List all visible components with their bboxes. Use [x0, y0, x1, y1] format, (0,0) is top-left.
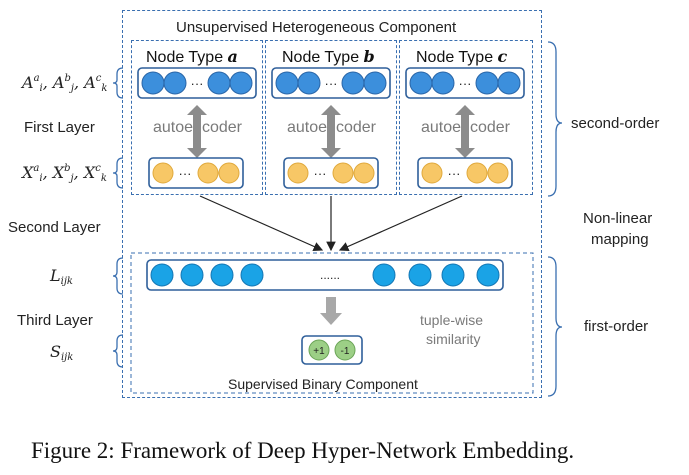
down-arrow [320, 297, 342, 325]
a-row-label: Aai, Abj, Ack [22, 73, 108, 94]
node [487, 162, 509, 184]
node [475, 71, 499, 95]
node [372, 263, 396, 287]
node [287, 162, 309, 184]
node [150, 263, 174, 287]
ellipsis-long: ...... [320, 268, 340, 282]
node [341, 71, 365, 95]
s-ijk-label: Sijk [50, 342, 74, 363]
node-row-top-b: ··· [271, 67, 391, 99]
output-plus-one: +1 [313, 346, 325, 357]
node-type-a-label: Node Type a [146, 47, 238, 66]
first-order-label: first-order [584, 318, 649, 335]
node-row-bottom-b: ··· [283, 157, 379, 189]
arrow-from-a [199, 195, 324, 251]
node-type-b-label: Node Type b [282, 47, 375, 66]
node [363, 71, 387, 95]
node [409, 71, 433, 95]
l-ijk-label: Lijk [50, 266, 73, 287]
node-type-c-box [399, 40, 533, 195]
ellipsis-bottom-a: ··· [179, 166, 192, 181]
node [408, 263, 432, 287]
node [441, 263, 465, 287]
brace-a-row [112, 67, 124, 99]
similarity-label: similarity [426, 331, 481, 347]
diagram-canvas: ··· ··· ··· ··· ··· [112, 41, 563, 397]
caption-text: Framework of Deep Hyper-Network Embeddin… [120, 438, 575, 463]
node [141, 71, 165, 95]
node [229, 71, 253, 95]
node [207, 71, 231, 95]
ellipsis-bottom-b: ··· [314, 166, 327, 181]
outer-frame [122, 10, 542, 398]
double-arrow-c [455, 105, 475, 158]
output-node [308, 339, 330, 361]
node [353, 162, 375, 184]
double-arrow-a [187, 105, 207, 158]
node-row-long: ...... [146, 259, 504, 291]
second-order-label: second-order [571, 115, 660, 132]
node [275, 71, 299, 95]
node-row-bottom-a: ··· [148, 157, 244, 189]
brace-l-row [112, 257, 124, 295]
non-linear-label: Non-linear [583, 210, 653, 227]
node [497, 71, 521, 95]
first-layer-label: First Layer [24, 119, 95, 136]
supervised-component-title: Supervised Binary Component [228, 376, 418, 392]
node [240, 263, 264, 287]
second-layer-label: Second Layer [8, 219, 101, 236]
brace-second-order [547, 41, 563, 197]
node [152, 162, 174, 184]
caption-prefix: Figure 2: [31, 438, 121, 463]
arrow-from-c [338, 195, 463, 251]
node [421, 162, 443, 184]
ellipsis-top-a: ··· [191, 76, 204, 91]
node [297, 71, 321, 95]
brace-first-order [547, 256, 563, 397]
node-type-b-box [265, 40, 397, 195]
node-row-bottom-c: ··· [417, 157, 513, 189]
mapping-label: mapping [591, 231, 649, 248]
supervised-box [130, 252, 534, 394]
output-pair: +1 -1 [301, 335, 363, 365]
ellipsis-top-b: ··· [325, 76, 338, 91]
brace-s-row [112, 334, 124, 368]
node [332, 162, 354, 184]
unsupervised-component-title: Unsupervised Heterogeneous Component [176, 19, 457, 36]
node-type-a-box [131, 40, 263, 195]
third-layer-label: Third Layer [17, 312, 93, 329]
node [163, 71, 187, 95]
figure-caption: Figure 2: Framework of Deep Hyper-Networ… [31, 438, 574, 464]
double-arrow-b [321, 105, 341, 158]
output-node [334, 339, 356, 361]
node-row-top-c: ··· [405, 67, 525, 99]
node-type-c-label: Node Type c [416, 47, 508, 66]
x-row-label: Xai, Xbj, Xck [22, 163, 107, 184]
node [210, 263, 234, 287]
node [431, 71, 455, 95]
output-minus-one: -1 [341, 346, 350, 357]
brace-x-row [112, 157, 124, 189]
node [476, 263, 500, 287]
node [466, 162, 488, 184]
ellipsis-bottom-c: ··· [448, 166, 461, 181]
node [197, 162, 219, 184]
node [218, 162, 240, 184]
node-row-top-a: ··· [137, 67, 257, 99]
ellipsis-top-c: ··· [459, 76, 472, 91]
tuple-wise-label: tuple-wise [420, 312, 484, 328]
node [180, 263, 204, 287]
